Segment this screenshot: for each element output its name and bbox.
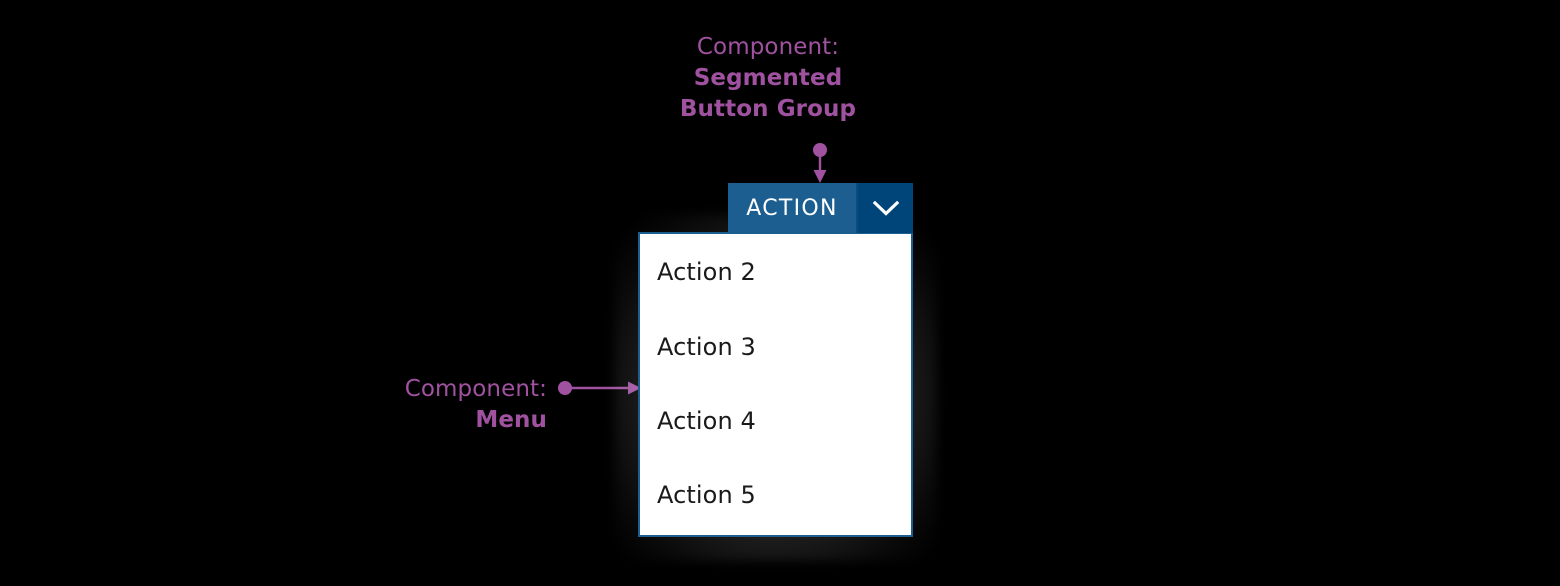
menu-item-action-3[interactable]: Action 3 [657, 333, 756, 361]
menu-wrapper: Action 2 Action 3 Action 4 Action 5 [614, 214, 937, 561]
action-dropdown-toggle-button[interactable] [858, 183, 913, 233]
annotation-component-name-line1: Segmented [693, 64, 843, 91]
annotation-component-name: Menu [475, 406, 547, 433]
leader-line-menu [558, 381, 641, 395]
chevron-down-icon [872, 199, 900, 217]
annotation-segmented-button-group: Component: Segmented Button Group [580, 32, 956, 124]
annotation-component-name-line2: Button Group [679, 95, 857, 122]
annotation-menu: Component: Menu [247, 374, 547, 436]
leader-line-segmented-button-group [813, 143, 827, 183]
annotation-lead-text: Component: [696, 34, 840, 60]
menu-item-action-5[interactable]: Action 5 [657, 481, 756, 509]
segment-divider [856, 183, 858, 233]
menu-list: Action 2 Action 3 Action 4 Action 5 [640, 234, 911, 532]
menu-item-action-2[interactable]: Action 2 [657, 258, 756, 286]
segmented-button-group: ACTION [728, 183, 913, 233]
menu-item-action-4[interactable]: Action 4 [657, 407, 756, 435]
annotation-lead-text: Component: [404, 376, 547, 402]
action-menu: Action 2 Action 3 Action 4 Action 5 [638, 232, 913, 537]
action-button[interactable]: ACTION [728, 183, 856, 233]
